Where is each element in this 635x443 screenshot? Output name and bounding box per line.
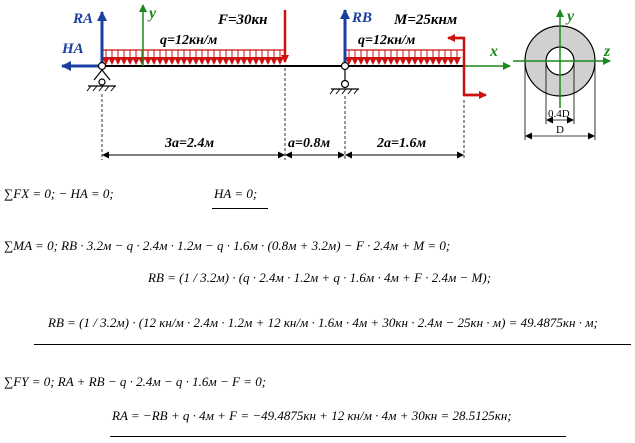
reaction-ra-label: RA [72,11,93,27]
ha-result-underline [212,208,268,209]
cross-section [513,9,611,140]
equation-ra-value: RA = −RB + q · 4м + F = −49.4875кн + 12 … [112,408,512,423]
section-z-label: z [603,43,611,60]
beam-diagram: x y RA HA RB F=30кн q=12кн/м q=12кн/м M=… [61,4,611,160]
dimension-span2: a=0.8м [288,136,330,151]
equation-sum-ma: ∑MA = 0; RB · 3.2м − q · 2.4м · 1.2м − q… [4,238,451,253]
x-axis-label: x [489,43,498,60]
support-b [329,61,359,95]
force-f-label: F=30кн [217,12,267,28]
reaction-ha-label: HA [61,41,84,57]
equation-sum-fy: ∑FY = 0; RA + RB − q · 2.4м − q · 1.6м −… [4,374,267,389]
dimension-lines [101,68,465,160]
support-a [86,61,116,92]
equation-sum-fx: ∑FX = 0; − HA = 0; [4,186,114,201]
dimension-span3: 2a=1.6м [376,136,426,151]
moment-label: M=25кнм [393,12,457,28]
section-inner-dim: 0.4D [548,108,570,120]
equation-rb-expression: RB = (1 / 3.2м) · (q · 2.4м · 1.2м + q ·… [148,270,492,285]
distributed-load-left [102,50,284,65]
load-q-left-label: q=12кн/м [160,33,218,48]
section-outer-dim: D [556,124,564,136]
dimension-span1: 3a=2.4м [164,136,214,151]
reaction-rb-label: RB [351,10,372,26]
y-axis-label: y [147,5,157,22]
load-q-right-label: q=12кн/м [358,33,416,48]
equation-ha-result: HA = 0; [214,186,258,201]
rb-value-underline [34,344,631,345]
distributed-load-right [345,50,461,65]
ra-value-underline [110,436,566,437]
equation-rb-value: RB = (1 / 3.2м) · (12 кн/м · 2.4м · 1.2м… [48,315,598,330]
section-y-label: y [565,8,575,25]
